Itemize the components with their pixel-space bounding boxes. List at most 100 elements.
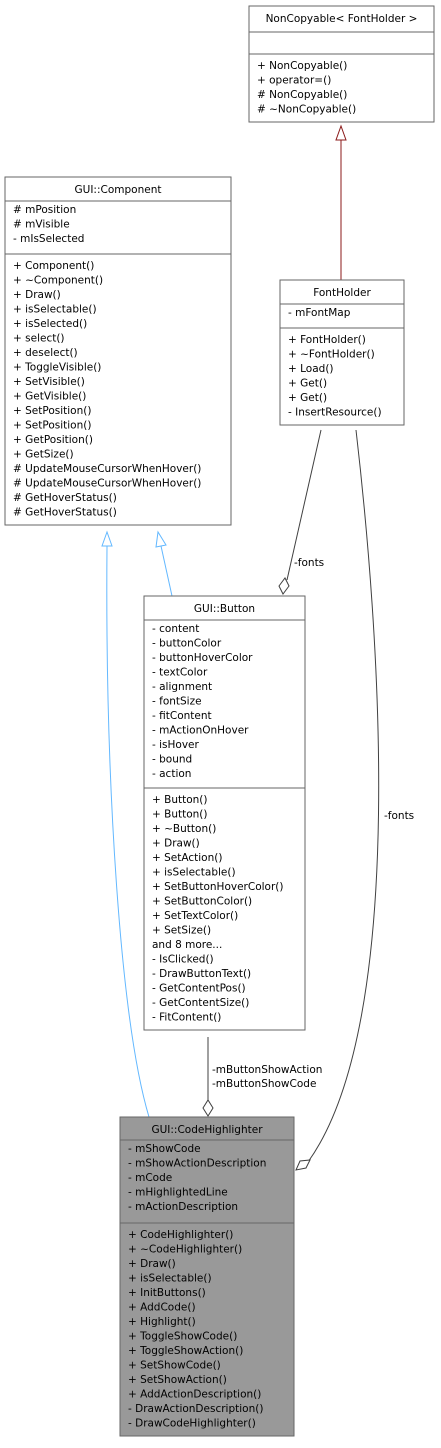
aggregation-diamond	[278, 577, 290, 595]
edge-label-button-show-action: -mButtonShowAction	[212, 1064, 322, 1076]
class-method: + Highlight()	[128, 1316, 196, 1328]
class-box-fontholder[interactable]: FontHolder - mFontMap + FontHolder() + ~Fon…	[279, 279, 405, 426]
class-method: + SetTextColor()	[152, 910, 238, 922]
class-box-codehighlighter[interactable]: GUI::CodeHighlighter- mShowCode- mShowAc…	[119, 1116, 295, 1437]
class-box-noncopyable[interactable]: NonCopyable< FontHolder > + NonCopyable()…	[248, 5, 435, 123]
class-method: - FitContent()	[152, 1012, 221, 1024]
class-method: + isSelectable()	[152, 867, 236, 879]
class-attribute: - textColor	[152, 667, 208, 679]
class-method: + ~Button()	[152, 823, 216, 835]
class-title: NonCopyable< FontHolder >	[266, 13, 418, 25]
class-method: + NonCopyable()	[257, 60, 347, 72]
class-method: + SetAction()	[152, 852, 222, 864]
class-method: + GetVisible()	[13, 391, 86, 403]
class-method: - DrawActionDescription()	[128, 1403, 263, 1415]
usage-edge-button-codehighlighter: -mButtonShowAction -mButtonShowCode	[202, 1037, 322, 1117]
class-method: + Component()	[13, 260, 94, 272]
class-method: + FontHolder()	[288, 334, 366, 346]
class-method: + SetSize()	[152, 925, 211, 937]
class-attribute: - fitContent	[152, 710, 212, 722]
class-method: # GetHoverStatus()	[13, 492, 117, 504]
class-box-frame	[4, 176, 232, 526]
class-method: + Button()	[152, 794, 208, 806]
class-method: - DrawCodeHighlighter()	[128, 1418, 256, 1430]
class-attribute: - mActionOnHover	[152, 725, 249, 737]
inheritance-arrowhead	[335, 124, 347, 141]
class-attribute: - fontSize	[152, 696, 202, 708]
class-attribute: # mVisible	[13, 219, 70, 231]
class-method: # UpdateMouseCursorWhenHover()	[13, 478, 201, 490]
class-method: + SetVisible()	[13, 376, 85, 388]
class-attribute: - mIsSelected	[13, 233, 84, 245]
class-method: + SetButtonHoverColor()	[152, 881, 283, 893]
class-method: + ~CodeHighlighter()	[128, 1244, 242, 1256]
class-method: - DrawButtonText()	[152, 968, 251, 980]
class-attribute: - mShowCode	[128, 1143, 201, 1155]
class-attribute: - mCode	[128, 1172, 172, 1184]
class-method: - GetContentSize()	[152, 997, 249, 1009]
inheritance-arrowhead	[101, 530, 113, 547]
class-method: + ToggleShowCode()	[128, 1331, 237, 1343]
class-method: + ToggleShowAction()	[128, 1345, 243, 1357]
class-attribute: - mShowActionDescription	[128, 1158, 266, 1170]
class-method: + Draw()	[13, 289, 61, 301]
class-method: and 8 more...	[152, 939, 222, 951]
class-attribute: - isHover	[152, 739, 200, 751]
class-method: + AddActionDescription()	[128, 1389, 261, 1401]
edge-label-fonts-codehighlighter: -fonts	[384, 810, 414, 822]
class-method: + Draw()	[152, 838, 200, 850]
class-attribute: - mHighlightedLine	[128, 1187, 228, 1199]
usage-edge-fontholder-button: -fonts	[278, 429, 324, 595]
class-attribute: - mFontMap	[288, 307, 351, 319]
class-method: + isSelected()	[13, 318, 87, 330]
class-method: + ~Component()	[13, 275, 103, 287]
class-method: + SetShowCode()	[128, 1360, 221, 1372]
class-attribute: - buttonColor	[152, 638, 222, 650]
class-method: - IsClicked()	[152, 954, 214, 966]
class-attribute: - action	[152, 768, 191, 780]
class-method: + Get()	[288, 378, 327, 390]
class-method: + ToggleVisible()	[13, 362, 101, 374]
class-attribute: - bound	[152, 754, 192, 766]
class-method: + select()	[13, 333, 65, 345]
class-method: + SetPosition()	[13, 405, 91, 417]
edge-label-button-show-code: -mButtonShowCode	[212, 1078, 316, 1090]
class-method: + SetShowAction()	[128, 1374, 227, 1386]
class-title: FontHolder	[313, 287, 371, 299]
class-method: # NonCopyable()	[257, 89, 347, 101]
class-method: + isSelectable()	[128, 1273, 212, 1285]
class-attribute: - mActionDescription	[128, 1201, 238, 1213]
class-box-component[interactable]: GUI::Component# mPosition# mVisible- mIs…	[4, 176, 232, 526]
class-method: + InitButtons()	[128, 1287, 206, 1299]
class-attribute: - content	[152, 623, 199, 635]
class-method: + CodeHighlighter()	[128, 1229, 233, 1241]
class-method: + SetPosition()	[13, 420, 91, 432]
class-box-frame	[143, 595, 306, 1031]
class-method: + ~FontHolder()	[288, 349, 375, 361]
class-attribute: - buttonHoverColor	[152, 652, 253, 664]
inheritance-edge-codehighlighter-component	[101, 530, 150, 1118]
class-method: # UpdateMouseCursorWhenHover()	[13, 463, 201, 475]
class-boxes: NonCopyable< FontHolder > + NonCopyable()…	[4, 5, 435, 1437]
class-method: + Draw()	[128, 1258, 176, 1270]
class-attribute: # mPosition	[13, 204, 76, 216]
class-method: + Get()	[288, 392, 327, 404]
inheritance-arrowhead	[155, 530, 167, 548]
class-method: - GetContentPos()	[152, 983, 246, 995]
class-method: + SetButtonColor()	[152, 896, 252, 908]
edge-label-fonts-button: -fonts	[294, 557, 324, 569]
class-title: GUI::Button	[194, 603, 255, 615]
usage-edge-fontholder-codehighlighter: -fonts	[295, 429, 414, 1171]
class-method: - InsertResource()	[288, 407, 382, 419]
class-title: GUI::CodeHighlighter	[151, 1124, 263, 1136]
class-box-button[interactable]: GUI::Button- content- buttonColor- butto…	[143, 595, 306, 1031]
class-box-frame	[248, 5, 435, 123]
class-method: # ~NonCopyable()	[257, 104, 356, 116]
class-method: # GetHoverStatus()	[13, 507, 117, 519]
class-title: GUI::Component	[75, 184, 162, 196]
class-box-frame	[119, 1116, 295, 1437]
inheritance-edge-button-component	[155, 530, 173, 597]
class-method: + deselect()	[13, 347, 78, 359]
class-method: + Load()	[288, 363, 334, 375]
